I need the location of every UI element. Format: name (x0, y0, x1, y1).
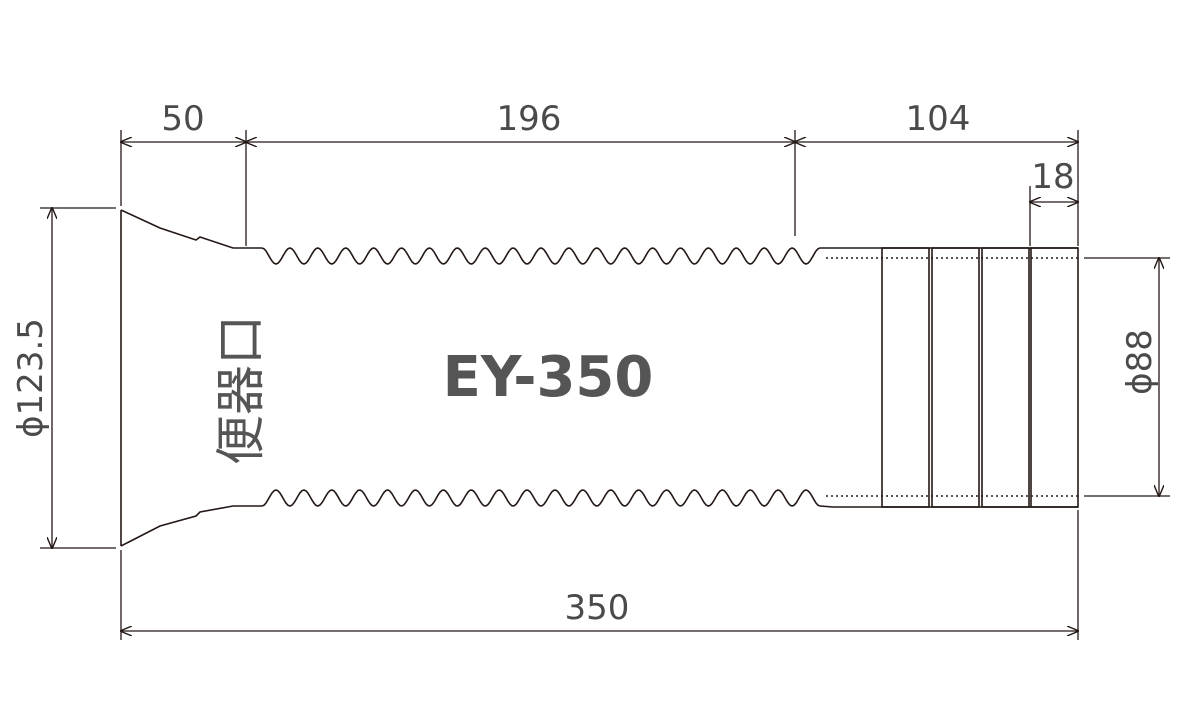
cut-ring (931, 247, 980, 508)
cut-rings (881, 247, 1079, 508)
cut-ring (981, 247, 1030, 508)
bellows-bottom (261, 489, 834, 508)
dim-label-inlet-length: 50 (161, 99, 204, 139)
dim-label-outlet-diameter: ϕ88 (1120, 329, 1160, 395)
dim-label-ring-width: 18 (1031, 157, 1074, 197)
dimension-lines (52, 142, 1159, 631)
pipe-body (120, 209, 1079, 547)
dim-label-total-length: 350 (565, 588, 630, 628)
inlet-flare-bottom (120, 505, 262, 547)
dim-label-bellows-length: 196 (497, 99, 562, 139)
dim-label-inlet-diameter: ϕ123.5 (11, 318, 51, 438)
bellows-top (261, 247, 833, 265)
inlet-label: 便器口 (212, 315, 270, 465)
dim-label-outlet-length: 104 (906, 99, 971, 139)
model-label: EY-350 (443, 345, 654, 410)
cut-ring (881, 247, 930, 508)
inlet-flare-top (120, 209, 262, 249)
cut-ring (1030, 247, 1079, 508)
